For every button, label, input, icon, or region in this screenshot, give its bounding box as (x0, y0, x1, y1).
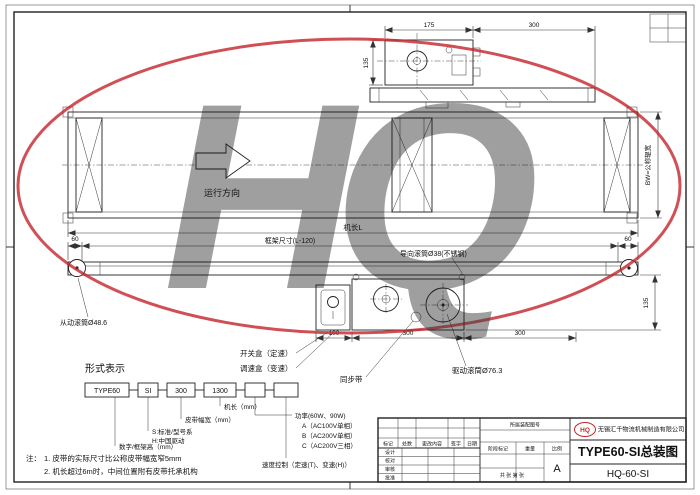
legend-frame-height: 数字/框架高（mm） (119, 442, 177, 451)
note-line-2: 2. 机长超过6m时，中间位置附有皮带托承机构 (44, 466, 198, 476)
detail-dim-175: 175 (424, 22, 435, 29)
sync-belt-label: 同步带 (340, 375, 363, 384)
approval-design: 设计 (385, 449, 395, 456)
sheets-label: 共 张 第 张 (500, 472, 524, 479)
legend-series-h: H:中国驱动 (152, 436, 185, 445)
legend-power-c: C（AC200V三相） (302, 441, 357, 450)
speed-box-label: 调速盒（变速） (240, 363, 293, 373)
model-seg-width: 300 (175, 388, 187, 395)
title-block: 标记 处数 更改内容 签字 日期 设计 校对 审核 批准 所属装配图号 阶段标记… (377, 417, 687, 483)
drive-roller-circle (425, 287, 461, 323)
motor-circle (373, 286, 399, 312)
rev-col-mark: 标记 (383, 441, 393, 448)
rev-col-change: 更改内容 (422, 441, 442, 448)
assembly-ref-label: 所属装配图号 (510, 422, 540, 429)
guide-roller-circle (458, 273, 466, 281)
detail-motor-circle (406, 50, 428, 72)
legend-power: 功率(60W、90W) (295, 411, 346, 420)
drawing-frame (5, 4, 695, 490)
dim-frame-size: 框架尺寸(L-120) (265, 236, 316, 245)
guide-roller-label: 导向滚筒Ø38(不锈钢) (400, 249, 467, 258)
model-key-title: 形式表示 (85, 362, 125, 375)
company-name: 无锡汇千物流机械制造有限公司 (598, 426, 685, 434)
weight-label: 重量 (525, 446, 535, 453)
legend-speed: 速度控制（定速(T)、变速(H)） (262, 460, 351, 469)
machine-length-dim: 机长L (343, 222, 362, 232)
legend-belt-width: 皮带幅宽（mm） (185, 415, 235, 424)
detail-rail-strip (369, 87, 596, 103)
notes: 注： 1. 皮带的实际尺寸比公称皮带幅宽窄5mm 2. 机长超过6m时，中间位置… (26, 453, 198, 476)
dim-60-right: 60 (624, 236, 632, 243)
switch-box-label: 开关盒（定速） (240, 348, 293, 358)
dim-300-b: 300 (515, 330, 526, 337)
drawing-number: HQ-60-SI (607, 469, 649, 480)
approval-approve: 批准 (385, 475, 395, 482)
detail-view-drive-unit: 175 300 135 (363, 22, 596, 109)
notes-prefix: 注： (26, 453, 41, 463)
plan-view: 运行方向 机长L BW=公称辊宽 (62, 106, 662, 237)
detail-dim-135: 135 (363, 57, 370, 68)
approval-review: 审核 (385, 466, 395, 473)
direction-label: 运行方向 (204, 187, 240, 198)
company-logo-hq: HQ (580, 427, 590, 434)
approval-check: 校对 (385, 458, 395, 465)
dim-60-left: 60 (71, 236, 79, 243)
model-seg-series: SI (145, 388, 152, 395)
rev-col-date: 日期 (467, 442, 477, 448)
plan-end-roller (603, 117, 631, 213)
note-line-1: 1. 皮带的实际尺寸比公称皮带幅宽窄5mm (44, 453, 182, 463)
legend-length: 机长（mm） (224, 402, 261, 411)
scale-label: 比例 (552, 446, 562, 453)
side-belt-band (67, 261, 639, 276)
company-logo-ellipse (574, 422, 596, 437)
plan-driven-roller (75, 117, 103, 213)
stage-label: 阶段标记 (488, 446, 508, 453)
idler-circle (410, 311, 422, 323)
watermark-ellipse (16, 37, 682, 335)
direction-arrow (195, 143, 251, 179)
watermark-hq-text: HQ (163, 49, 535, 345)
legend-power-a: A（AC100V单相） (302, 421, 357, 430)
dim-135-side: 135 (643, 297, 650, 308)
rev-col-count: 处数 (402, 441, 412, 448)
sheet-size: A (553, 463, 561, 475)
model-seg-type: TYPE60 (94, 388, 120, 395)
corner-mini-table (649, 13, 687, 43)
switch-box (315, 284, 351, 331)
drive-roller-label: 驱动滚筒Ø76.3 (452, 365, 502, 375)
belt-width-dim: BW=公称辊宽 (643, 144, 652, 185)
legend-series-s: S:标准/型号系 (152, 427, 193, 436)
drawing-title: TYPE60-SI总装图 (578, 444, 678, 459)
plan-drive-roller (391, 117, 433, 213)
dim-300-a: 300 (403, 330, 414, 337)
detail-dim-300: 300 (529, 22, 540, 29)
driven-roller-label: 从动滚筒Ø48.6 (60, 318, 107, 327)
legend-power-b: B（AC200V单相） (302, 431, 357, 440)
rev-col-sign: 签字 (451, 441, 461, 448)
model-key: 形式表示 TYPE60 SI 300 1300 机长（mm） 皮带幅宽（mm） … (84, 362, 357, 469)
model-seg-length: 1300 (212, 388, 228, 395)
hq-watermark: HQ (16, 37, 682, 345)
